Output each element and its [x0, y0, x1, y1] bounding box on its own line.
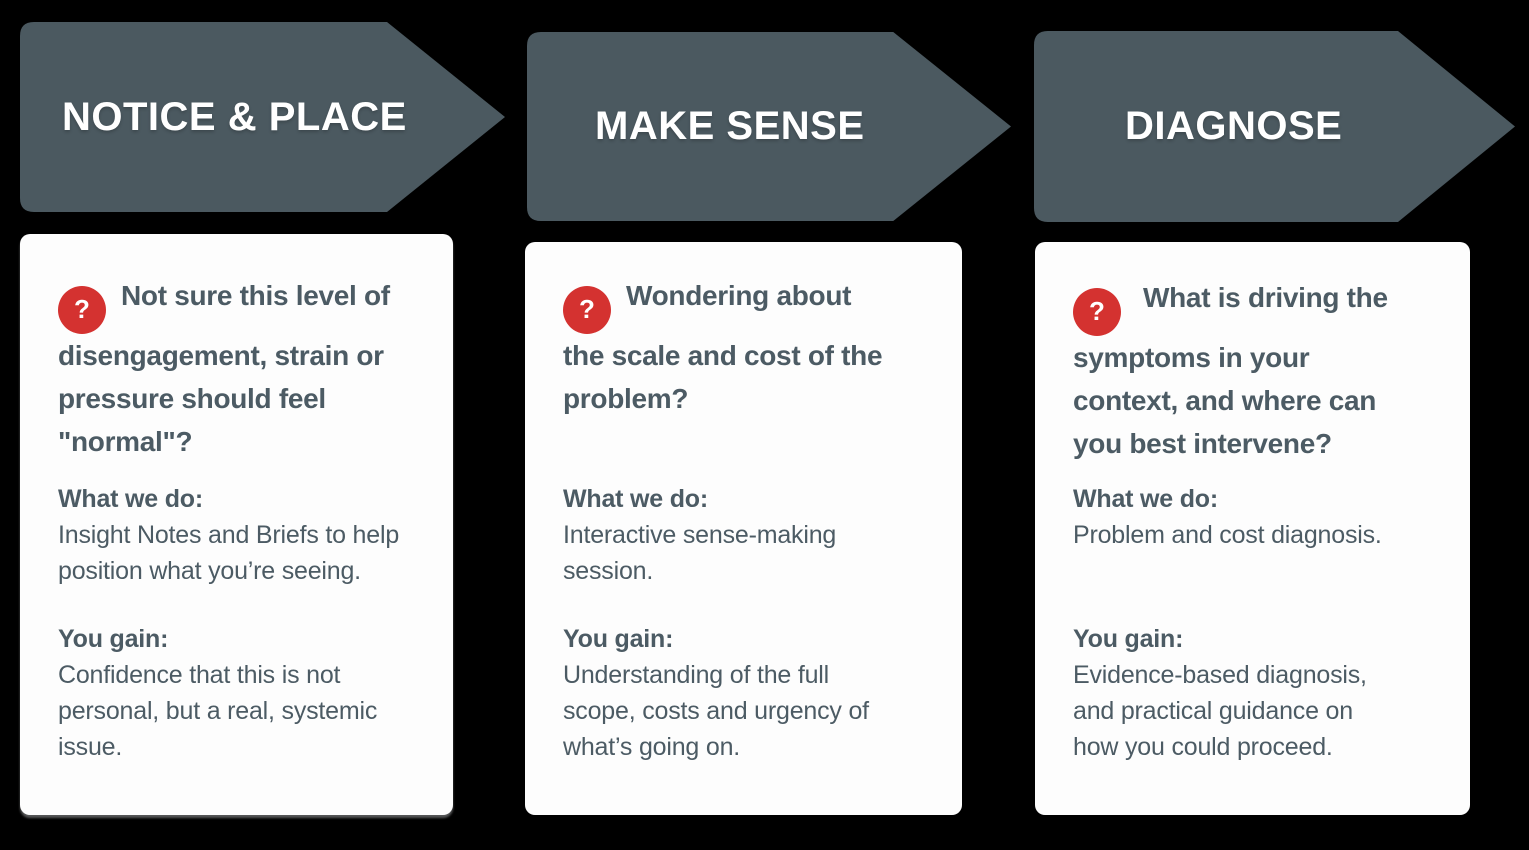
what-we-do-text: Problem and cost diagnosis.	[1073, 521, 1382, 549]
stage-arrow-notice-place: NOTICE & PLACE	[20, 22, 505, 212]
what-we-do-block: What we do: Insight Notes and Briefs to …	[58, 481, 439, 589]
you-gain-text: Confidence that this is not personal, bu…	[58, 661, 378, 761]
you-gain-text: Evidence-based diagnosis, and practical …	[1073, 661, 1367, 761]
stage-arrow-label: DIAGNOSE	[1125, 104, 1343, 148]
stage-card-notice-place: ?Not sure this level of disengagement, s…	[20, 234, 453, 815]
what-we-do-label: What we do:	[58, 485, 204, 513]
stage-question-text: Not sure this level of disengagement, st…	[58, 280, 390, 457]
question-mark-icon: ?	[58, 285, 106, 334]
stage-arrow-diagnose: DIAGNOSE	[1034, 31, 1515, 222]
what-we-do-text: Interactive sense-making session.	[563, 521, 837, 585]
what-we-do-block: What we do: Problem and cost diagnosis.	[1073, 481, 1456, 553]
what-we-do-label: What we do:	[1073, 485, 1219, 513]
question-mark-icon: ?	[1073, 287, 1121, 336]
stage-question-text: What is driving the symptoms in your con…	[1073, 282, 1388, 459]
stage-question-text: Wondering about the scale and cost of th…	[563, 280, 883, 414]
stage-arrow-label: MAKE SENSE	[595, 104, 865, 148]
stage-question: ?What is driving the symptoms in your co…	[1073, 276, 1456, 465]
you-gain-text: Understanding of the full scope, costs a…	[563, 661, 869, 761]
you-gain-block: You gain: Confidence that this is not pe…	[58, 621, 439, 765]
what-we-do-label: What we do:	[563, 485, 709, 513]
stage-card-diagnose: ?What is driving the symptoms in your co…	[1035, 242, 1470, 815]
stage-arrow-label: NOTICE & PLACE	[62, 94, 407, 139]
arrow-shape	[527, 32, 1011, 221]
question-mark-icon: ?	[563, 285, 611, 334]
stage-card-make-sense: ?Wondering about the scale and cost of t…	[525, 242, 962, 815]
you-gain-block: You gain: Understanding of the full scop…	[563, 621, 948, 765]
stage-arrow-make-sense: MAKE SENSE	[527, 32, 1011, 221]
arrow-shape	[1034, 31, 1515, 222]
you-gain-block: You gain: Evidence-based diagnosis, and …	[1073, 621, 1456, 765]
stage-question: ?Not sure this level of disengagement, s…	[58, 274, 439, 463]
you-gain-label: You gain:	[1073, 625, 1184, 653]
what-we-do-text: Insight Notes and Briefs to help positio…	[58, 521, 400, 585]
you-gain-label: You gain:	[58, 625, 169, 653]
arrow-shape	[20, 22, 505, 212]
you-gain-label: You gain:	[563, 625, 674, 653]
what-we-do-block: What we do: Interactive sense-making ses…	[563, 481, 948, 589]
stage-question: ?Wondering about the scale and cost of t…	[563, 274, 948, 420]
